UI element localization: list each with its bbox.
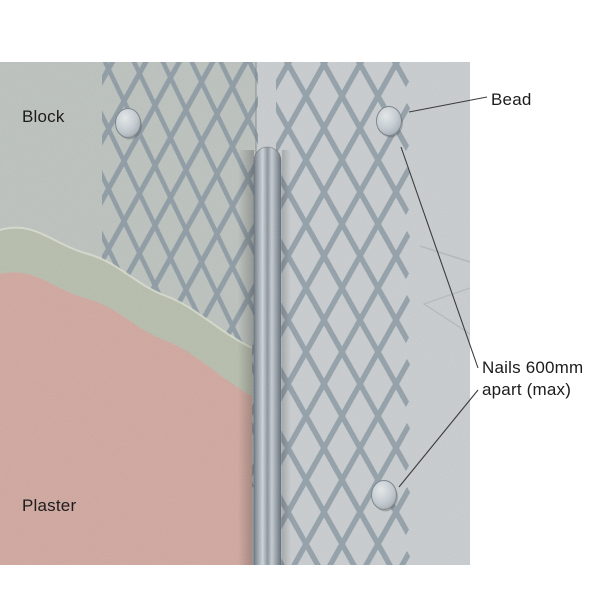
nail-top-right — [376, 106, 403, 138]
nails-leader-line-top — [400, 146, 479, 369]
plaster-label: Plaster — [22, 496, 77, 515]
bead-label: Bead — [491, 90, 532, 109]
bead-leader-line — [408, 96, 488, 113]
nail-left — [115, 108, 142, 140]
nails-leader-line-bottom — [398, 389, 479, 488]
nails-label: Nails 600mm apart (max) — [482, 358, 584, 399]
nail-bottom-right — [371, 480, 398, 512]
block-label: Block — [22, 107, 65, 126]
texture-overlay — [0, 62, 470, 565]
